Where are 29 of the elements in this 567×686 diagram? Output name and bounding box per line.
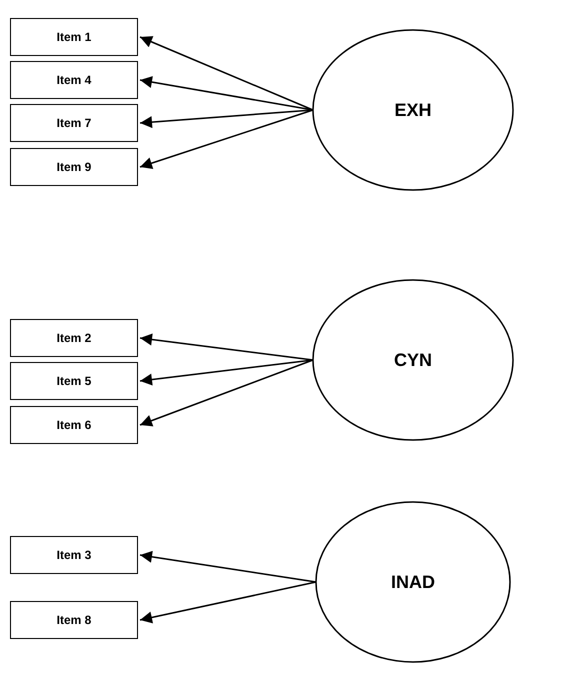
factor-label: EXH [394, 100, 432, 120]
factor-label: CYN [394, 350, 432, 370]
item-box [10, 362, 138, 400]
item-box [10, 61, 138, 99]
item-box [10, 601, 138, 639]
arrow [140, 550, 316, 583]
arrow [140, 109, 314, 128]
item-label: Item 2 [56, 331, 92, 345]
item-label: Item 8 [56, 613, 92, 627]
factor-label: INAD [391, 572, 435, 592]
item-label: Item 9 [56, 160, 92, 174]
item-label: Item 5 [56, 374, 92, 388]
arrow [140, 109, 314, 169]
item-label: Item 6 [56, 418, 92, 432]
item-box [10, 406, 138, 444]
item-box [10, 148, 138, 186]
arrow [140, 581, 316, 624]
arrow [140, 359, 314, 386]
arrow [140, 36, 314, 111]
item-box [10, 18, 138, 56]
arrow [140, 334, 314, 361]
item-box [10, 536, 138, 574]
item-label: Item 1 [56, 30, 92, 44]
item-box [10, 319, 138, 357]
item-label: Item 4 [56, 73, 92, 87]
arrow [140, 359, 314, 426]
item-label: Item 7 [56, 116, 92, 130]
item-label: Item 3 [56, 548, 92, 562]
item-box [10, 104, 138, 142]
